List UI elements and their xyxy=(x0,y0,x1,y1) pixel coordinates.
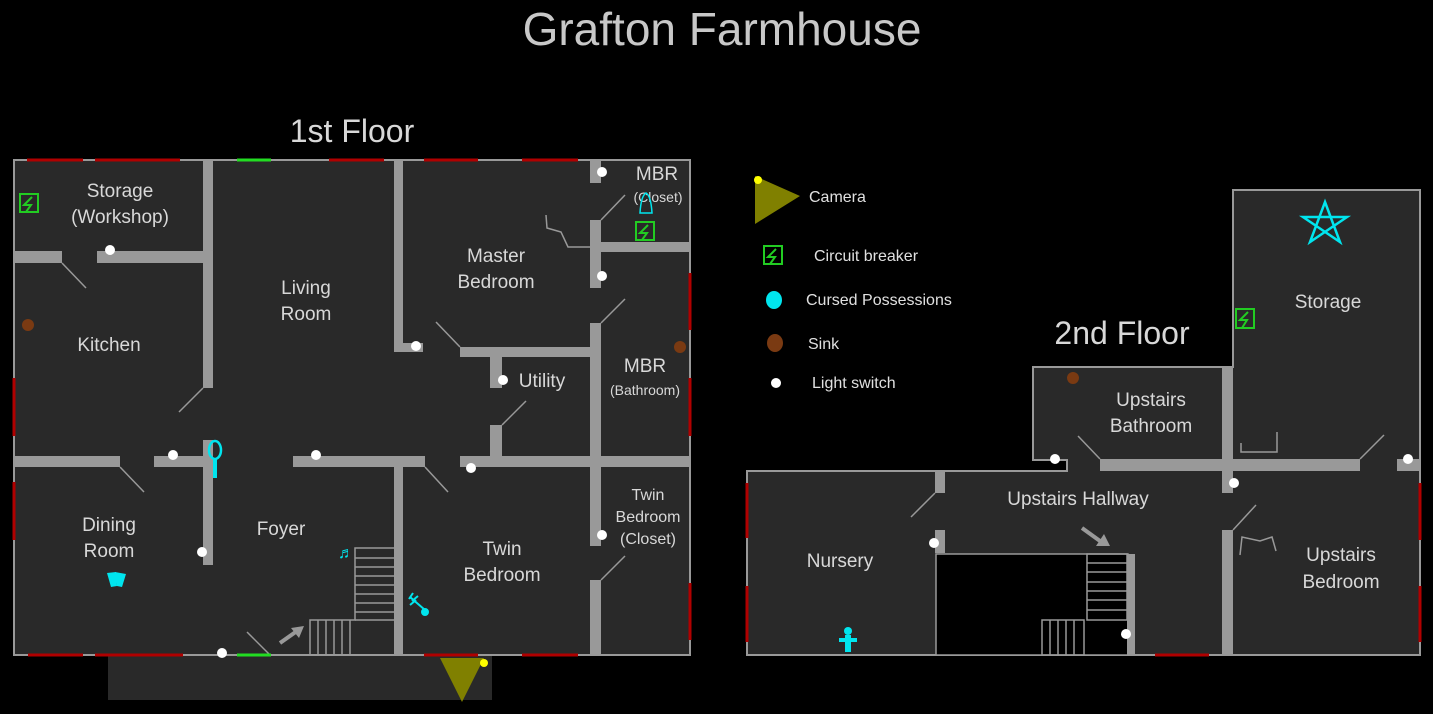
room-labels: Storage (Workshop) Living Room Kitchen M… xyxy=(71,164,682,586)
room-labels-2: Storage Upstairs Bathroom Upstairs Hallw… xyxy=(807,292,1380,593)
room-label-twin-closet-2: Bedroom xyxy=(616,509,681,526)
light-switches-2 xyxy=(929,454,1413,639)
light-switch-icon xyxy=(929,538,939,548)
light-switch-icon xyxy=(217,648,227,658)
room-label-dining: Dining xyxy=(82,515,136,536)
light-switch-icon xyxy=(597,530,607,540)
light-switch-icon xyxy=(105,245,115,255)
room-label-living: Living xyxy=(281,278,331,299)
light-switch-icon xyxy=(1121,629,1131,639)
stairs xyxy=(278,547,394,655)
room-label-mbr-closet: MBR xyxy=(636,164,678,185)
room-label-master-2: Bedroom xyxy=(457,272,534,293)
room-label-twin-closet-3: (Closet) xyxy=(620,531,676,548)
light-switch-icon xyxy=(597,167,607,177)
room-label-nursery: Nursery xyxy=(807,551,874,572)
stairs-down-arrow-icon xyxy=(1080,526,1102,543)
room-label-upstairs-storage: Storage xyxy=(1295,292,1362,313)
stairwell-opening xyxy=(935,553,1129,656)
room-label-dining-2: Room xyxy=(84,541,135,562)
monkey-paw-icon xyxy=(408,592,429,616)
circuit-breaker-icon xyxy=(635,221,655,241)
room-label-upstairs-bathroom: Upstairs xyxy=(1116,390,1186,411)
tarot-cards-icon xyxy=(107,572,117,587)
room-label-twin-2: Bedroom xyxy=(463,565,540,586)
voodoo-doll-icon xyxy=(839,627,857,652)
light-switch-icon xyxy=(197,547,207,557)
room-label-storage: Storage xyxy=(87,181,154,202)
sink-icon xyxy=(22,319,34,331)
light-switch-icon xyxy=(597,271,607,281)
room-label-twin: Twin xyxy=(482,539,521,560)
walls xyxy=(935,367,1420,655)
room-label-utility: Utility xyxy=(519,371,566,392)
windows xyxy=(12,158,692,657)
room-label-mbr-bath: MBR xyxy=(624,356,666,377)
map-title: Grafton Farmhouse xyxy=(523,3,922,55)
stairs-2 xyxy=(1041,526,1128,656)
haunted-mirror-icon xyxy=(207,439,223,478)
legend: Camera Circuit breaker Cursed Possession… xyxy=(754,176,952,392)
room-label-foyer: Foyer xyxy=(257,519,306,540)
stairs-up-arrow-icon xyxy=(278,629,299,645)
legend-cursed-label: Cursed Possessions xyxy=(806,292,952,309)
legend-cursed-icon xyxy=(766,291,782,309)
cursed-item-icon xyxy=(639,192,653,214)
legend-switch-label: Light switch xyxy=(812,375,896,392)
second-floor: 2nd Floor xyxy=(745,189,1422,657)
legend-light-switch-icon xyxy=(771,378,781,388)
first-floor-label: 1st Floor xyxy=(290,113,415,149)
light-switch-icon xyxy=(1229,478,1239,488)
light-switches xyxy=(105,167,607,658)
legend-sink-label: Sink xyxy=(808,336,840,353)
legend-camera-label: Camera xyxy=(809,189,866,206)
first-floor-outline xyxy=(13,159,691,656)
circuit-breaker-icon xyxy=(1235,308,1255,329)
porch xyxy=(108,655,492,700)
camera-icon xyxy=(440,658,484,702)
light-switch-icon xyxy=(168,450,178,460)
legend-camera-icon xyxy=(755,176,800,224)
cursed-possessions: ♬ xyxy=(107,192,653,616)
room-label-mbr-bath-sub: (Bathroom) xyxy=(610,382,680,398)
light-switch-icon xyxy=(1403,454,1413,464)
music-box-icon: ♬ xyxy=(338,545,354,562)
legend-sink-icon xyxy=(767,334,783,352)
summoning-circle-icon xyxy=(1298,198,1352,246)
room-label-upstairs-bedroom: Upstairs xyxy=(1306,545,1376,566)
circuit-breaker-icon xyxy=(19,193,39,213)
room-label-upstairs-bedroom-2: Bedroom xyxy=(1302,572,1379,593)
second-floor-label: 2nd Floor xyxy=(1054,315,1190,351)
room-label-living-2: Room xyxy=(281,304,332,325)
room-label-upstairs-bathroom-2: Bathroom xyxy=(1110,416,1192,437)
sink-icon xyxy=(1067,372,1079,384)
windows xyxy=(745,483,1422,657)
light-switch-icon xyxy=(311,450,321,460)
room-label-storage-sub: (Workshop) xyxy=(71,207,169,228)
light-switch-icon xyxy=(498,375,508,385)
room-label-master: Master xyxy=(467,246,526,267)
light-switch-icon xyxy=(411,341,421,351)
light-switch-icon xyxy=(1050,454,1060,464)
sink-icon xyxy=(674,341,686,353)
room-label-kitchen: Kitchen xyxy=(77,335,140,356)
doors xyxy=(910,432,1385,556)
legend-breaker-label: Circuit breaker xyxy=(814,248,919,265)
walls xyxy=(14,160,690,655)
room-label-upstairs-hallway: Upstairs Hallway xyxy=(1007,489,1149,510)
light-switch-icon xyxy=(466,463,476,473)
first-floor: 1st Floor xyxy=(12,113,692,702)
doors xyxy=(61,194,626,657)
legend-breaker-icon xyxy=(763,245,783,265)
room-label-twin-closet: Twin xyxy=(632,487,665,504)
